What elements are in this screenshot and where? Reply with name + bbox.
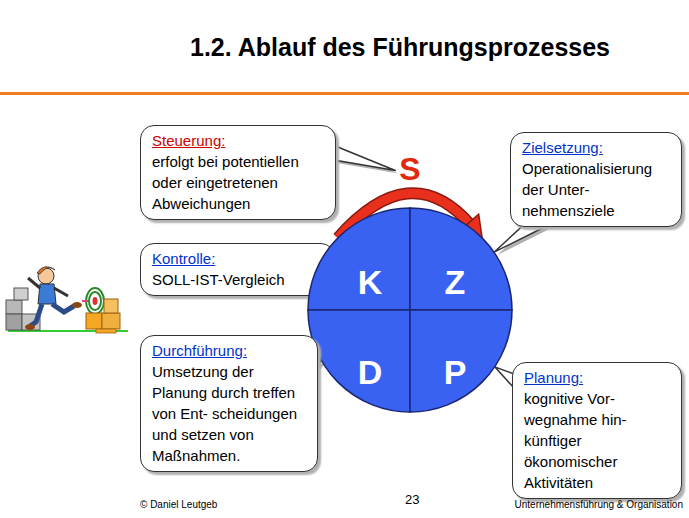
- quadrant-shape: [410, 208, 512, 310]
- callout-text: Operationalisierung der Unter- nehmenszi…: [522, 158, 671, 221]
- callout-heading: Planung:: [524, 367, 671, 388]
- callout-heading: Zielsetzung:: [522, 137, 671, 158]
- speech-callout: Kontrolle:SOLL-IST-Vergleich: [140, 243, 335, 296]
- callout-text: kognitive Vor- wegnahme hin- künftiger ö…: [524, 388, 671, 493]
- callout-text: Umsetzung der Planung durch treffen von …: [152, 361, 307, 466]
- quadrant-letter: P: [444, 355, 467, 389]
- edge-label: S: [399, 153, 420, 185]
- speech-callout: Zielsetzung:Operationalisierung der Unte…: [510, 132, 682, 227]
- callout-text: erfolgt bei potentiellen oder eingetrete…: [152, 151, 325, 214]
- footer-text: Unternehmensführung & Organisation: [515, 499, 683, 510]
- slide-title: 1.2. Ablauf des Führungsprozesses: [190, 33, 610, 62]
- quadrant-letter: K: [358, 265, 383, 299]
- footer-text: © Daniel Leutgeb: [140, 499, 217, 510]
- speech-callout: Steuerung:erfolgt bei potentiellen oder …: [140, 125, 336, 220]
- speech-callout: Durchführung:Umsetzung der Planung durch…: [140, 335, 318, 472]
- circle-quadrant: P: [410, 310, 512, 412]
- speech-callout: Planung:kognitive Vor- wegnahme hin- kün…: [512, 362, 682, 499]
- callout-heading: Steuerung:: [152, 130, 325, 151]
- quadrant-shape: [308, 310, 410, 412]
- footer-text: 23: [405, 492, 419, 507]
- circle-quadrant: K: [308, 208, 410, 310]
- header-rule: [0, 92, 689, 95]
- callout-heading: Durchführung:: [152, 340, 307, 361]
- kicker-illustration: [6, 267, 128, 333]
- quadrant-shape: [308, 208, 410, 310]
- callout-text: SOLL-IST-Vergleich: [152, 269, 324, 290]
- circle-quadrant: Z: [410, 208, 512, 310]
- quadrant-letter: D: [358, 355, 383, 389]
- circle-quadrant: D: [308, 310, 410, 412]
- callout-heading: Kontrolle:: [152, 248, 324, 269]
- quadrant-letter: Z: [445, 265, 466, 299]
- quadrant-shape: [410, 310, 512, 412]
